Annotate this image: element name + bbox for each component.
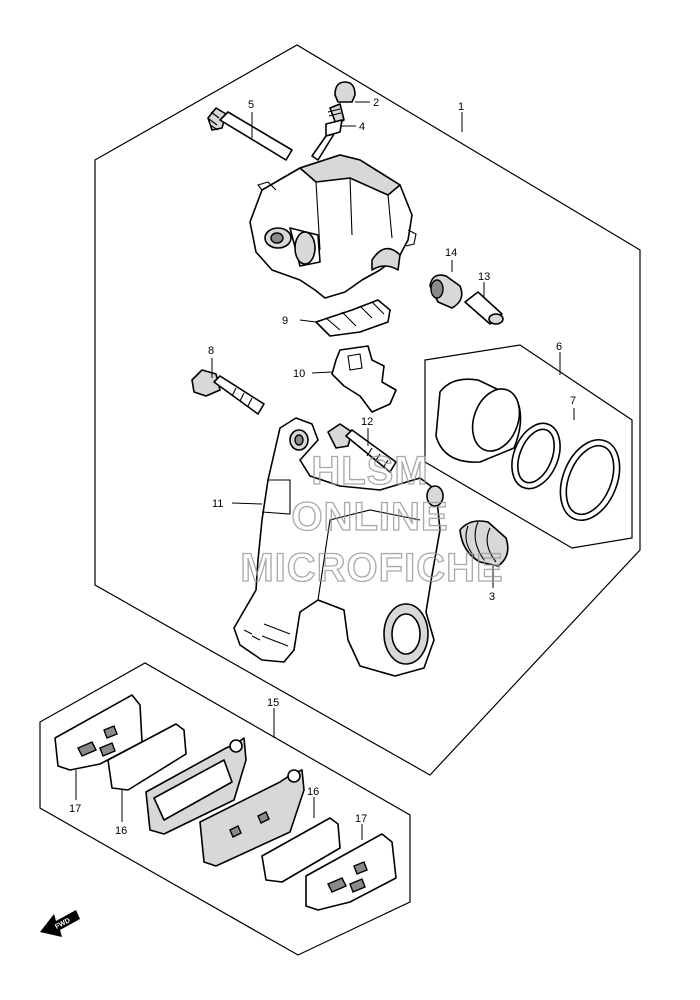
callout-10: 10	[293, 368, 305, 380]
callout-11: 11	[212, 498, 223, 510]
bleeder-valve-part-4[interactable]	[311, 103, 345, 161]
callout-4: 4	[359, 121, 365, 133]
callout-17-left: 17	[69, 803, 81, 815]
callout-5: 5	[248, 99, 254, 111]
callout-7: 7	[570, 395, 576, 407]
watermark: HLSM ONLINE MICROFICHE	[240, 448, 504, 590]
callout-2: 2	[373, 97, 379, 109]
piston-set-frame	[424, 344, 633, 549]
caliper-bracket-part-11[interactable]	[233, 417, 444, 677]
callout-12: 12	[361, 416, 373, 428]
pad-set-frame	[39, 662, 411, 956]
callout-1: 1	[458, 101, 464, 113]
watermark-line-2: ONLINE	[291, 495, 448, 539]
bolt-part-8[interactable]	[191, 369, 265, 415]
boot-part-3[interactable]	[459, 520, 509, 567]
bleeder-cap-part-2[interactable]	[334, 81, 356, 103]
seal-part-7[interactable]	[503, 416, 631, 529]
callout-16-right: 16	[307, 786, 319, 798]
bolt-part-12[interactable]	[327, 423, 397, 473]
callout-6: 6	[556, 341, 562, 353]
caliper-assembly-frame	[94, 44, 641, 776]
callout-8: 8	[208, 345, 214, 357]
callout-15: 15	[267, 697, 279, 709]
callout-13: 13	[478, 271, 490, 283]
pad-spring-part-9[interactable]	[315, 299, 391, 337]
callout-17-right: 17	[355, 813, 367, 825]
callout-16-left: 16	[115, 825, 127, 837]
shim-part-17-right[interactable]	[305, 833, 397, 911]
pad-retainer-part-10[interactable]	[331, 345, 397, 413]
fwd-arrow-icon: FWD	[40, 910, 80, 937]
brake-pad-part-16-right[interactable]	[261, 817, 341, 883]
watermark-line-1: HLSM	[311, 449, 428, 493]
leader-lines	[75, 101, 575, 840]
callout-14: 14	[445, 247, 457, 259]
brake-pad-part-15-right[interactable]	[199, 769, 305, 867]
callout-labels: 1 2 4 5 14 13 9 6 8 10 7 12 11 3 15 16 1…	[69, 97, 576, 837]
brake-pad-part-16-left[interactable]	[107, 723, 187, 791]
boot-part-14[interactable]	[429, 274, 463, 309]
piston-part-6[interactable]	[435, 378, 528, 463]
watermark-line-3: MICROFICHE	[240, 546, 503, 590]
brake-pad-part-15-left[interactable]	[145, 737, 247, 835]
fwd-label: FWD	[54, 917, 71, 931]
caliper-body-part-1[interactable]	[249, 154, 417, 299]
callout-9: 9	[282, 315, 288, 327]
pin-part-13[interactable]	[464, 291, 504, 325]
bolt-part-5[interactable]	[207, 107, 293, 161]
callout-3: 3	[489, 591, 495, 603]
